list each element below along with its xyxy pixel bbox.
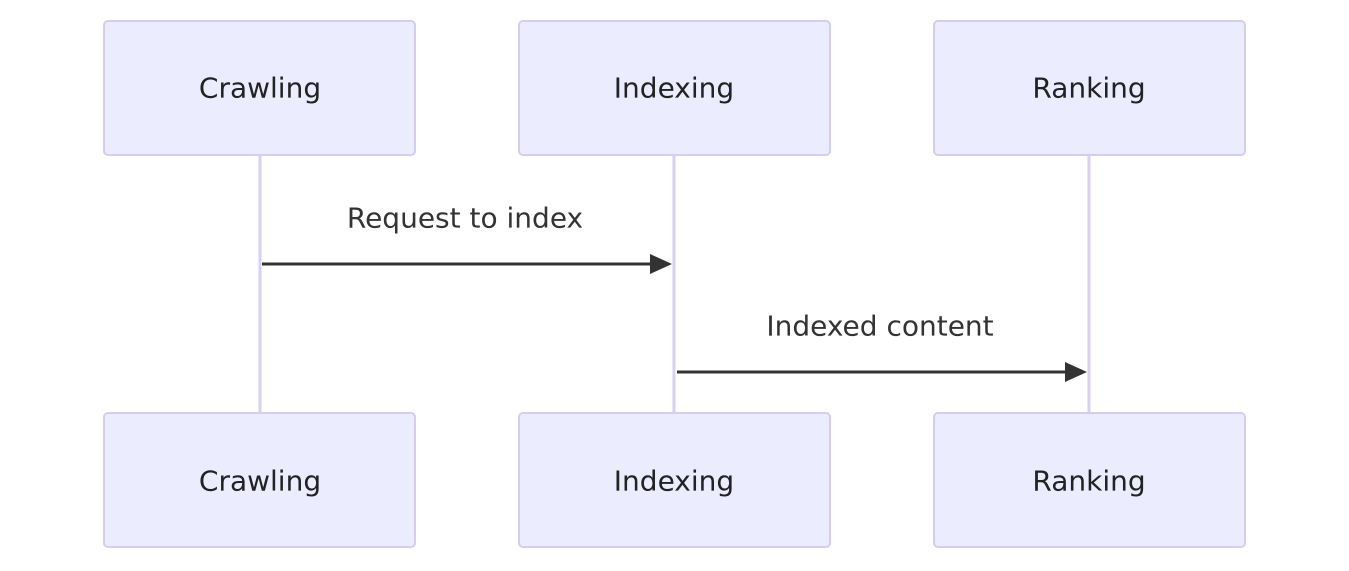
participant-top-indexing: Indexing [518,20,831,156]
arrowhead-icon [650,254,672,274]
participant-label: Indexing [614,72,734,105]
participant-bottom-indexing: Indexing [518,412,831,548]
participant-label: Crawling [199,72,321,105]
message-request-to-index: Request to index [262,202,672,274]
participant-label: Ranking [1032,72,1145,105]
participant-label: Ranking [1032,465,1145,498]
participant-label: Crawling [199,465,321,498]
participant-top-ranking: Ranking [933,20,1246,156]
participant-bottom-crawling: Crawling [103,412,416,548]
message-indexed-content: Indexed content [677,310,1087,382]
message-label: Request to index [347,202,583,235]
participant-top-crawling: Crawling [103,20,416,156]
participant-label: Indexing [614,465,734,498]
arrowhead-icon [1065,362,1087,382]
participant-bottom-ranking: Ranking [933,412,1246,548]
message-label: Indexed content [766,310,993,343]
